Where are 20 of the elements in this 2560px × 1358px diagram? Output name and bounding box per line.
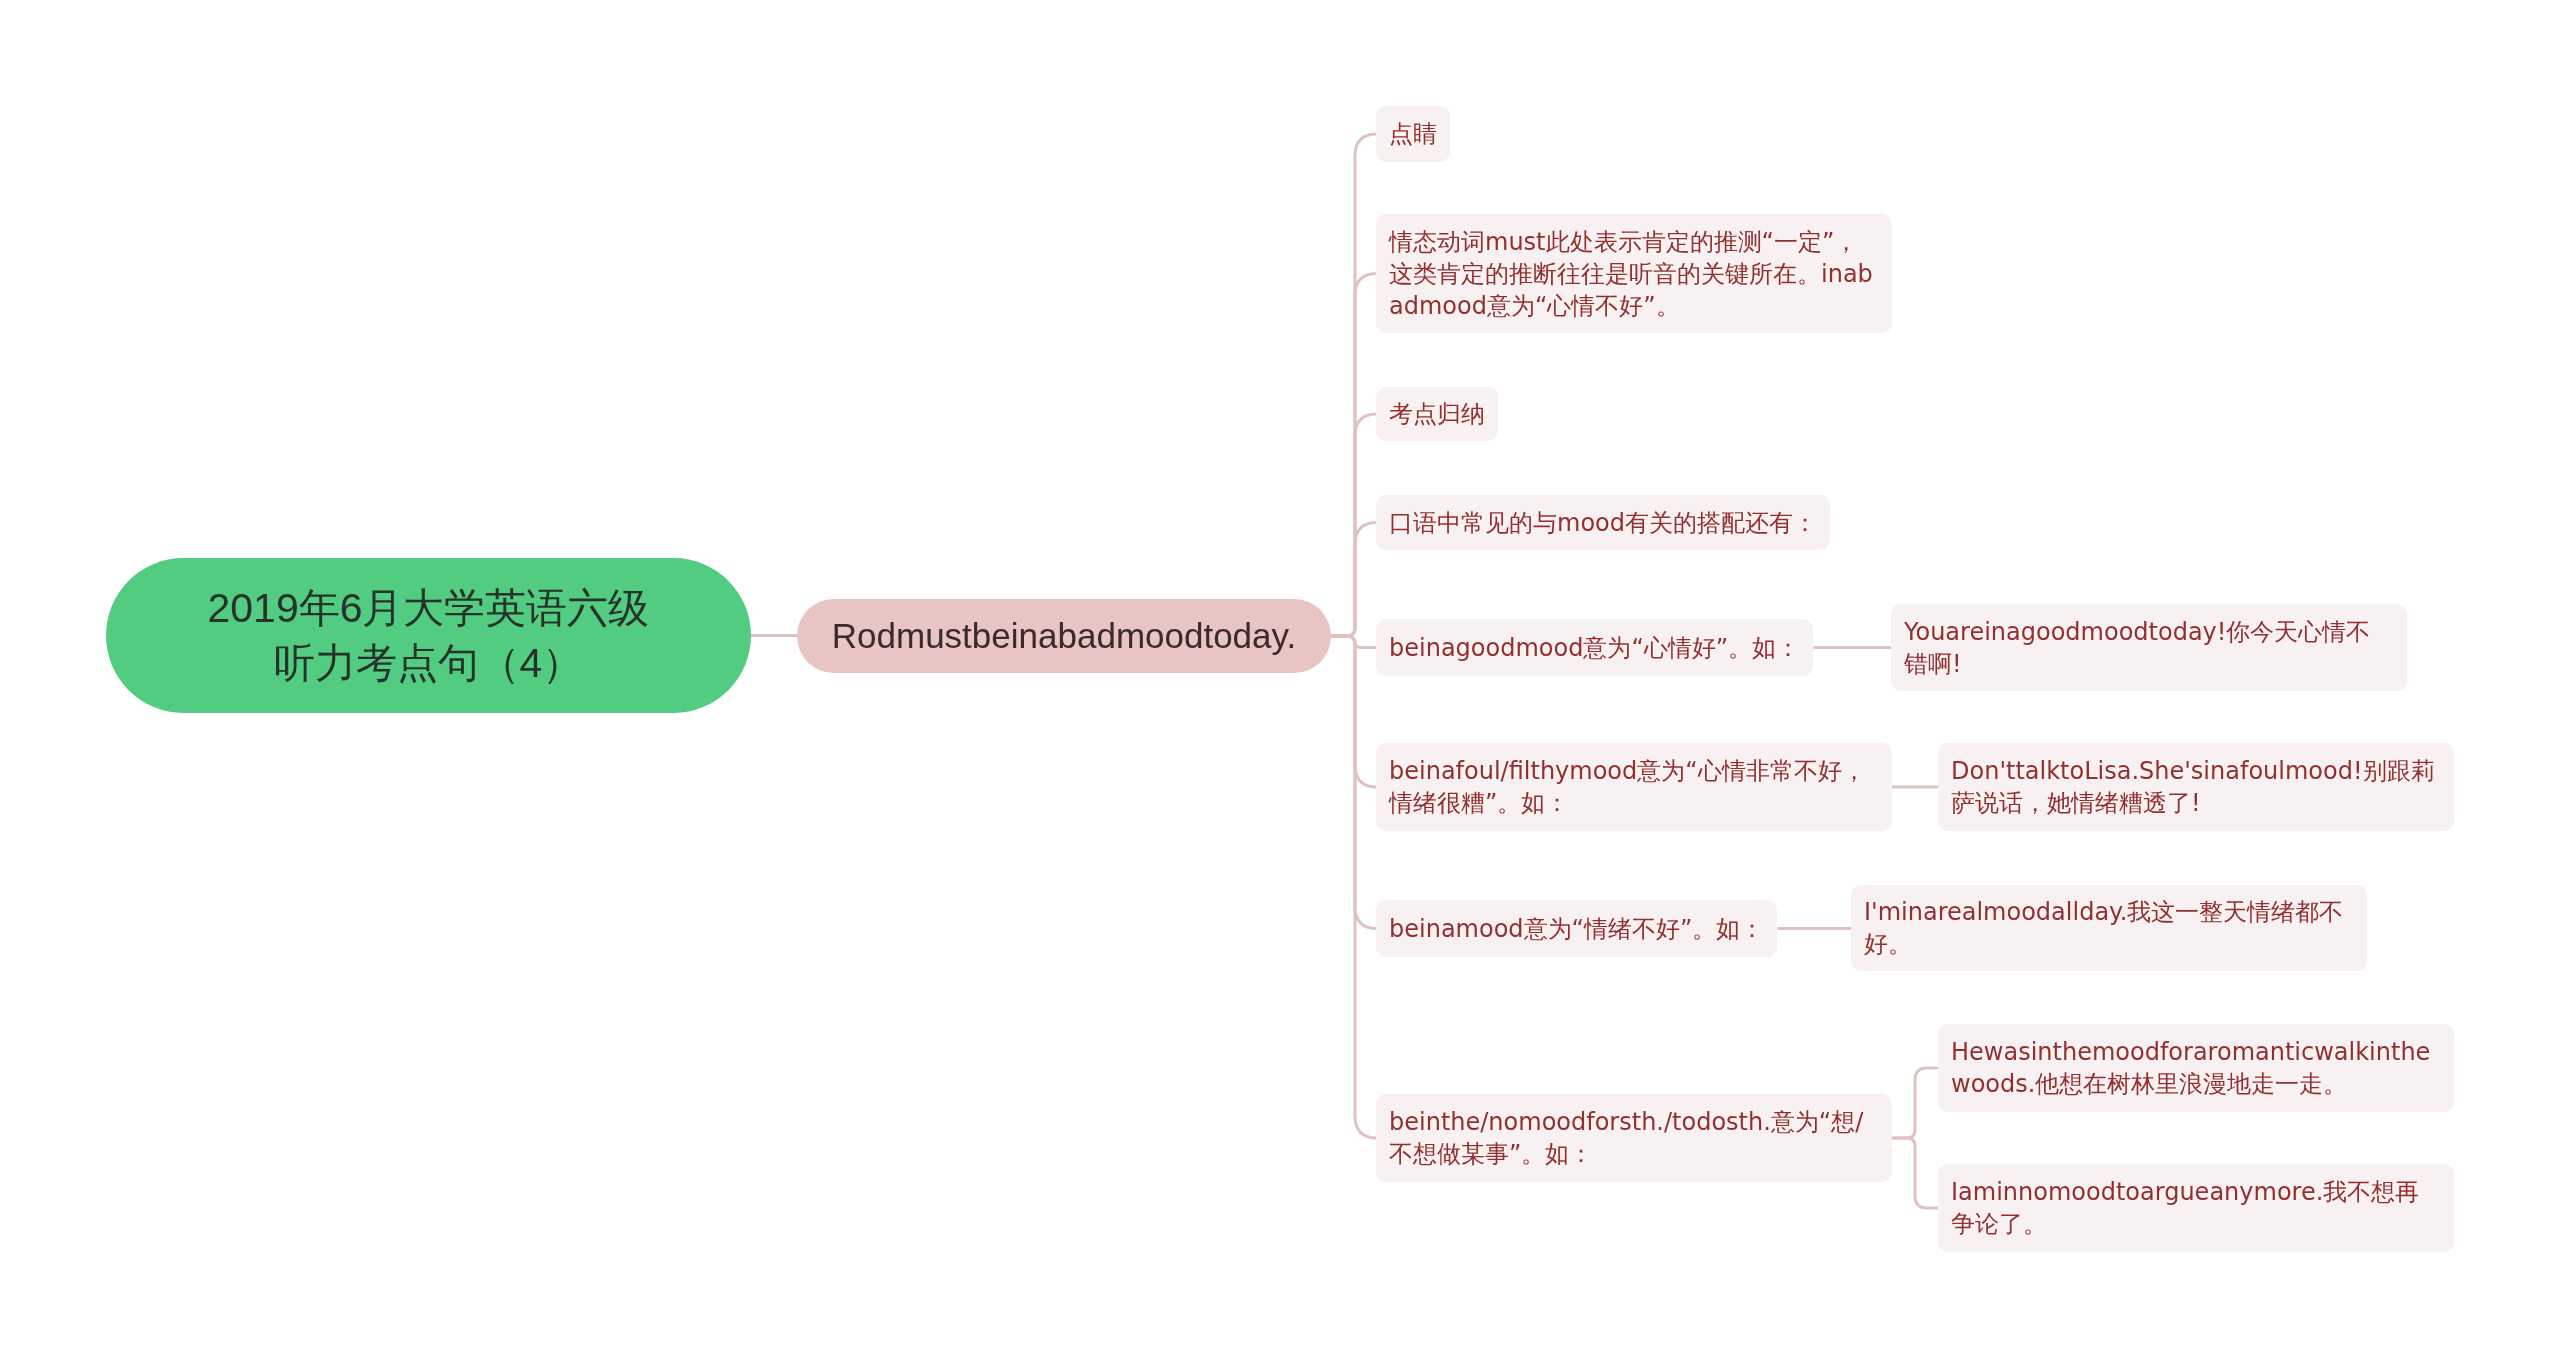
topic-box: 2019年6月大学英语六级听力考点句（4）: [106, 558, 751, 713]
note-box: I'minarealmoodallday.我这一整天情绪都不好。: [1851, 885, 2367, 971]
note-box: Iaminnomoodtoargueanymore.我不想再争论了。: [1938, 1164, 2454, 1252]
note-box: Youareinagoodmoodtoday!你今天心情不错啊!: [1891, 604, 2407, 691]
note-box: beinagoodmood意为“心情好”。如：: [1376, 619, 1814, 676]
connector-line: [1813, 646, 1891, 649]
connector-line: [751, 634, 797, 637]
note-box: 情态动词must此处表示肯定的推测“一定”，这类肯定的推断往往是听音的关键所在。inabadmood意为“心情不好”。: [1376, 214, 1892, 333]
note-box: Don'ttalktoLisa.She'sinafoulmood!别跟莉萨说话，她情绪糟透了!: [1938, 743, 2454, 831]
note-box: beinafoul/filthymood意为“心情非常不好，情绪很糟”。如：: [1376, 743, 1892, 831]
note-box: beinthe/nomoodforsth./todosth.意为“想/不想做某事”。如：: [1376, 1094, 1892, 1182]
note-box: Hewasinthemoodforaromanticwalkinthewoods.他想在树林里浪漫地走一走。: [1938, 1024, 2454, 1112]
connector-line: [1777, 927, 1851, 930]
note-box: 口语中常见的与mood有关的搭配还有：: [1376, 495, 1830, 550]
note-box: beinamood意为“情绪不好”。如：: [1376, 900, 1778, 957]
connector-line: [1892, 785, 1938, 789]
subtopic-box: Rodmustbeinabadmoodtoday.: [797, 599, 1331, 673]
connector-line: [1892, 1136, 1938, 1210]
note-box: 点睛: [1376, 106, 1450, 162]
note-box: 考点归纳: [1376, 387, 1498, 441]
